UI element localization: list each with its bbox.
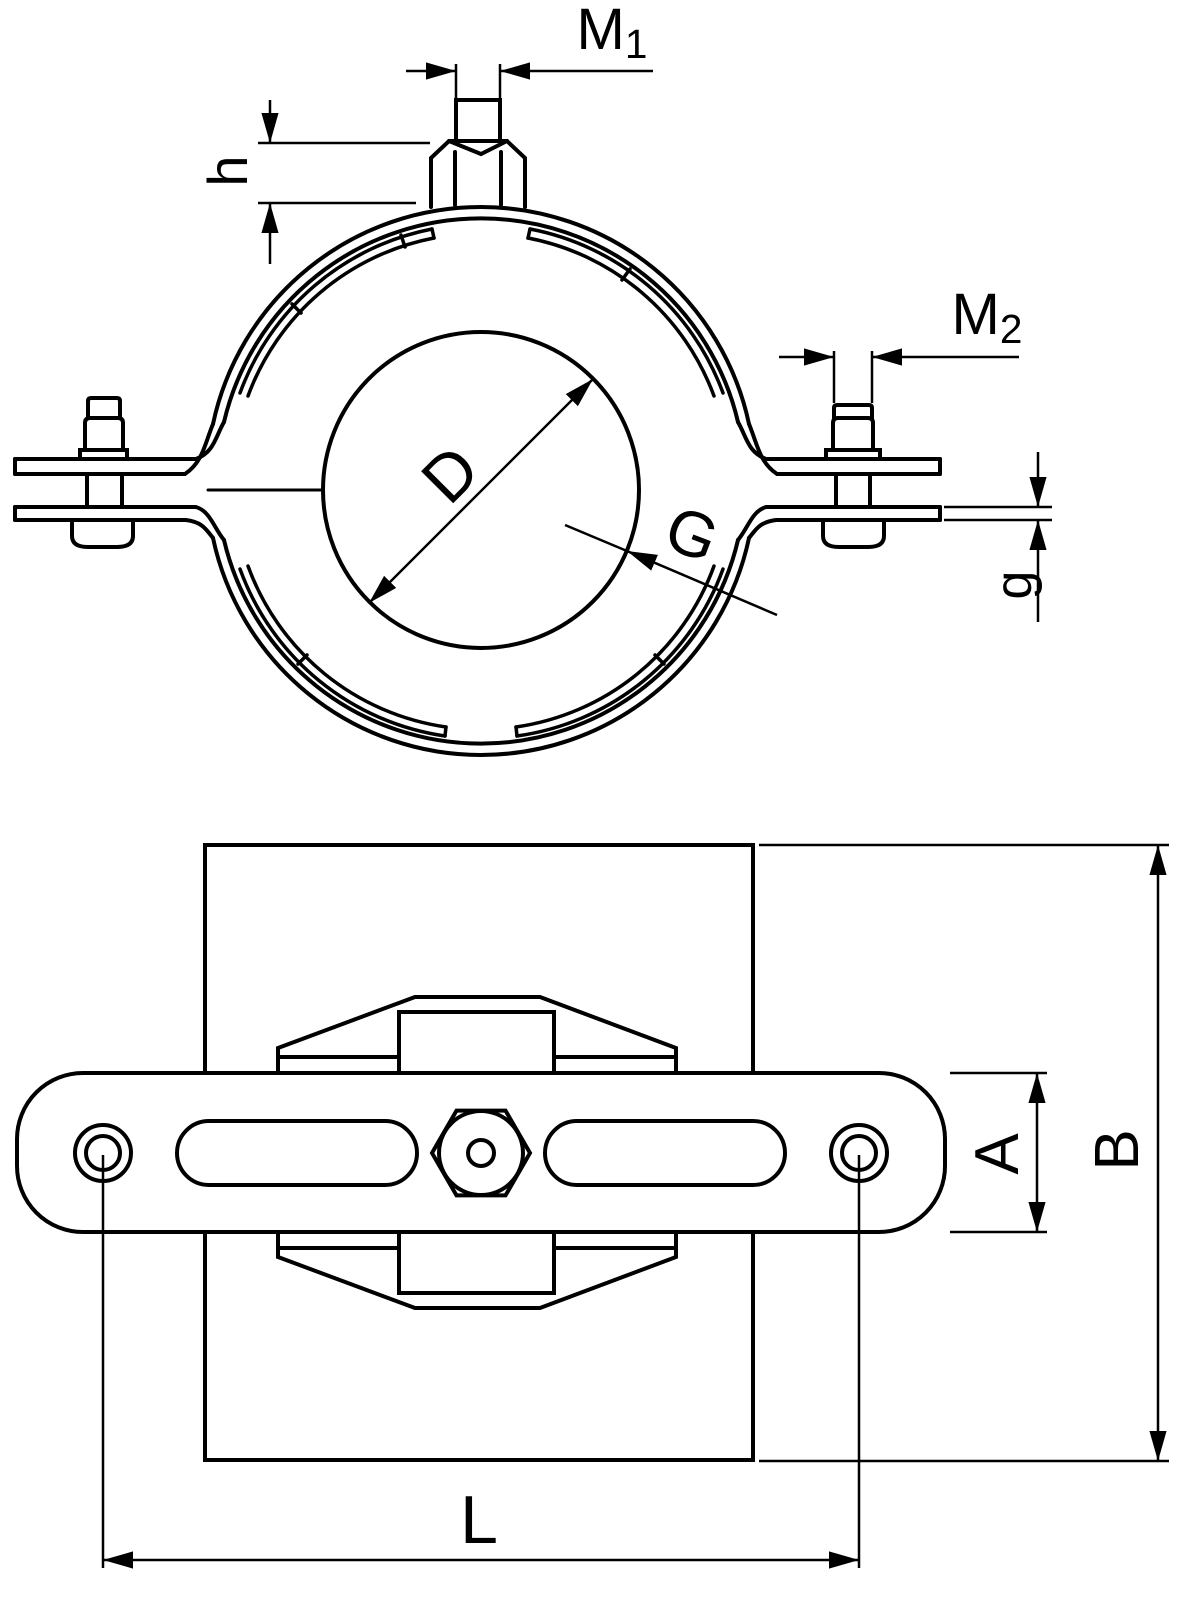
- dim-label-b: B: [1083, 1129, 1152, 1171]
- dim-d-arrow: [368, 378, 594, 604]
- side-view-dimensions: [101, 843, 1169, 1569]
- dim-label-m2: M2: [951, 282, 1023, 353]
- dim-m2: [779, 348, 1019, 403]
- dim-h: [258, 100, 430, 264]
- dim-b: [759, 843, 1169, 1463]
- left-flange-bolt: [70, 396, 135, 549]
- clamp-upper-half: [276, 995, 678, 1075]
- dim-label-l: L: [460, 1482, 498, 1558]
- dim-label-m1: M1: [576, 0, 648, 68]
- center-nut-plan: [429, 1108, 533, 1198]
- flange-tabs: [13, 420, 942, 542]
- top-nut: [429, 98, 527, 209]
- dim-l: [101, 1155, 861, 1569]
- dim-label-h: h: [196, 155, 259, 187]
- clamp-band: [211, 205, 751, 757]
- strap-slot-right: [543, 1119, 787, 1187]
- clamp-lower-half: [276, 1230, 678, 1310]
- dim-a: [950, 1071, 1047, 1234]
- dim-g-plate: [944, 452, 1052, 622]
- dim-label-g-plate: g: [985, 570, 1043, 600]
- rubber-lining: [238, 227, 725, 738]
- dim-label-a: A: [963, 1133, 1032, 1175]
- dim-m1: [406, 62, 653, 98]
- strap-slot-left: [175, 1119, 419, 1187]
- side-view: [15, 843, 947, 1462]
- strap: [15, 1071, 947, 1234]
- right-flange-bolt: [821, 403, 886, 549]
- dim-g-leader: [564, 523, 778, 617]
- front-view: [13, 98, 942, 757]
- front-view-dimensions: [258, 62, 1052, 622]
